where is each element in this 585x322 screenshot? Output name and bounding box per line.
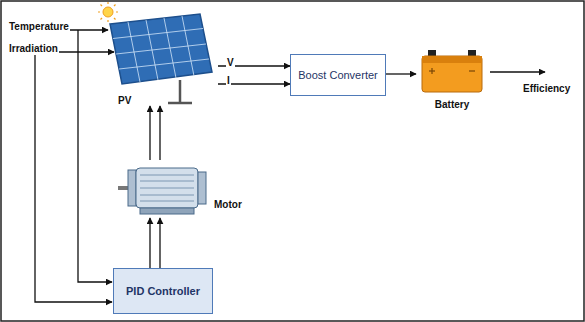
process-box: Boost Converter <box>290 54 386 96</box>
battery-illustration <box>422 50 482 92</box>
panel-stand <box>179 80 182 102</box>
signal-arrow <box>149 218 150 268</box>
panel-base <box>168 102 192 105</box>
edge-label: I <box>226 75 231 87</box>
efficiency-arrow <box>490 71 545 72</box>
battery-signs <box>429 68 475 74</box>
node-text: PID Controller <box>126 285 200 298</box>
pv-panel: PV <box>100 10 218 106</box>
signal-label-holder: Temperature <box>8 16 70 34</box>
signal-label-holder: Irradiation <box>8 38 59 56</box>
input-wires <box>8 30 545 302</box>
node-label: PV <box>118 95 131 107</box>
signal-label-holder: Efficiency <box>522 78 571 96</box>
controller-box: PID Controller <box>113 268 213 314</box>
sun-rays <box>98 2 118 22</box>
signal-label: Temperature <box>8 21 70 33</box>
signal-arrow <box>149 106 150 160</box>
battery-terminal <box>428 50 436 56</box>
panel-grid <box>113 16 209 82</box>
motor-base <box>140 208 194 214</box>
motor-body <box>136 168 198 208</box>
node-label: Battery <box>435 99 469 111</box>
edge-label-holder: V <box>226 52 235 70</box>
temperature-feed-arrow <box>78 30 112 282</box>
signal-arrow <box>159 218 160 268</box>
signal-arrow <box>386 73 416 74</box>
edge-label-holder: I <box>226 70 231 88</box>
battery-body <box>422 56 482 92</box>
motor-fins <box>140 175 194 201</box>
pv-panel-illustration <box>110 14 212 103</box>
motor-shaft <box>118 186 128 190</box>
battery-top <box>422 56 482 63</box>
sun-disc <box>103 7 113 17</box>
motor-illustration <box>118 168 206 214</box>
node-text: Boost Converter <box>298 69 377 82</box>
irradiation-feed-arrow <box>35 52 112 302</box>
edge-label: V <box>226 57 235 69</box>
battery: Battery <box>416 40 488 108</box>
battery-terminal <box>468 50 476 56</box>
signal-label: Efficiency <box>522 83 571 95</box>
panel-surface <box>110 14 212 84</box>
motor-end-cap <box>198 172 206 204</box>
node-label: Motor <box>214 199 242 211</box>
motor: Motor <box>118 160 246 218</box>
signal-label: Irradiation <box>8 43 59 55</box>
sun-icon <box>98 2 118 22</box>
motor-flange <box>128 170 136 206</box>
signal-arrow <box>159 106 160 160</box>
